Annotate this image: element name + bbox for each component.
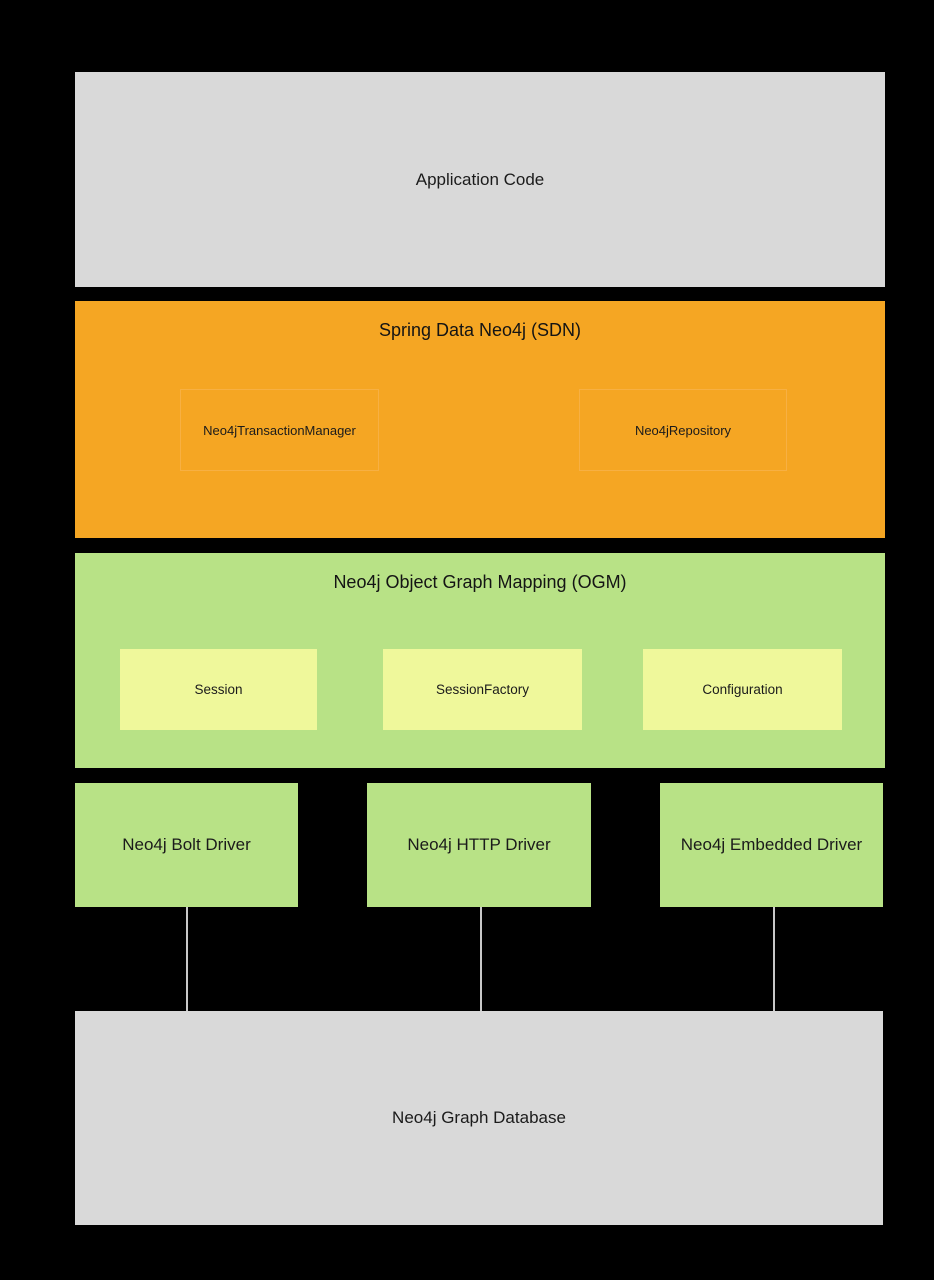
component-neo4j-transaction-manager-label: Neo4jTransactionManager <box>203 422 356 438</box>
driver-neo4j-embedded-label: Neo4j Embedded Driver <box>680 835 863 854</box>
driver-neo4j-embedded: Neo4j Embedded Driver <box>660 783 883 907</box>
component-session: Session <box>120 649 317 730</box>
component-neo4j-repository-label: Neo4jRepository <box>634 422 732 438</box>
connector-line-bolt-to-database <box>186 907 188 1011</box>
layer-application-code: Application Code <box>75 72 885 287</box>
connector-line-http-to-database <box>480 907 482 1011</box>
driver-neo4j-bolt: Neo4j Bolt Driver <box>75 783 298 907</box>
driver-neo4j-http-label: Neo4j HTTP Driver <box>407 835 551 854</box>
component-neo4j-transaction-manager: Neo4jTransactionManager <box>180 389 379 471</box>
layer-neo4j-graph-database-label: Neo4j Graph Database <box>392 1108 566 1127</box>
layer-neo4j-ogm-title: Neo4j Object Graph Mapping (OGM) <box>333 572 627 592</box>
layer-spring-data-neo4j-title: Spring Data Neo4j (SDN) <box>378 320 582 340</box>
layer-neo4j-graph-database: Neo4j Graph Database <box>75 1011 883 1225</box>
driver-neo4j-http: Neo4j HTTP Driver <box>367 783 591 907</box>
layer-application-code-label: Application Code <box>415 169 545 189</box>
component-session-factory: SessionFactory <box>383 649 582 730</box>
driver-neo4j-bolt-label: Neo4j Bolt Driver <box>122 835 251 854</box>
layer-spring-data-neo4j: Spring Data Neo4j (SDN) Neo4jTransaction… <box>75 301 885 538</box>
component-session-factory-label: SessionFactory <box>435 682 530 697</box>
layer-neo4j-ogm: Neo4j Object Graph Mapping (OGM) Session… <box>75 553 885 768</box>
component-configuration: Configuration <box>643 649 842 730</box>
component-neo4j-repository: Neo4jRepository <box>579 389 787 471</box>
connector-line-embedded-to-database <box>773 907 775 1011</box>
component-session-label: Session <box>194 682 243 697</box>
component-configuration-label: Configuration <box>702 682 783 697</box>
